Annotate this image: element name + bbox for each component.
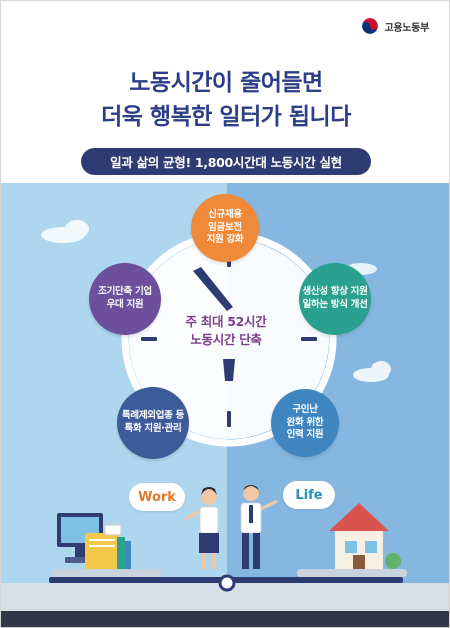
support-item-productivity: 생산성 향상 지원 일하는 방식 개선 xyxy=(299,263,371,335)
house-icon xyxy=(329,503,389,569)
man-worker-figure xyxy=(240,485,278,569)
balance-pan-left xyxy=(51,569,161,577)
headline-line-1: 노동시간이 줄어들면 xyxy=(129,70,323,96)
clock-ticks xyxy=(141,251,317,427)
support-item-special-industries: 특례제외업종 등 특화 지원·관리 xyxy=(117,387,189,459)
clock-center-text: 주 최대 52시간 노동시간 단축 xyxy=(151,313,301,349)
document-files-icon xyxy=(85,524,131,569)
balance-pan-right xyxy=(297,569,407,577)
work-speech-bubble: Work xyxy=(129,483,185,511)
balance-pivot xyxy=(218,574,236,592)
clock-minute-hand xyxy=(223,359,235,381)
support-item-early-adoption: 조기단축 기업 우대 지원 xyxy=(89,263,161,335)
support-item-labor-shortage: 구인난 완화 위한 인력 지원 xyxy=(271,389,339,457)
support-item-hiring-wage: 신규채용 임금보전 지원 강화 xyxy=(191,194,259,262)
subtitle-pill: 일과 삶의 균형! 1,800시간대 노동시간 실현 xyxy=(81,148,371,175)
bush-icon xyxy=(385,553,401,569)
cloud-icon xyxy=(41,220,89,243)
clock-center-line-1: 주 최대 52시간 xyxy=(185,314,267,329)
clock-face xyxy=(129,239,329,439)
clock-center-line-2: 노동시간 단축 xyxy=(190,332,262,348)
cloud-icon xyxy=(353,361,391,382)
taegeuk-emblem-icon xyxy=(362,17,379,35)
woman-worker-figure xyxy=(184,487,219,569)
ground-strip xyxy=(1,611,449,627)
life-speech-bubble: Life xyxy=(283,481,335,509)
clock-hour-hand xyxy=(193,267,233,311)
ministry-logo: 고용노동부 xyxy=(361,17,429,35)
ministry-name: 고용노동부 xyxy=(384,22,429,34)
headline-line-2: 더욱 행복한 일터가 됩니다 xyxy=(101,104,351,130)
